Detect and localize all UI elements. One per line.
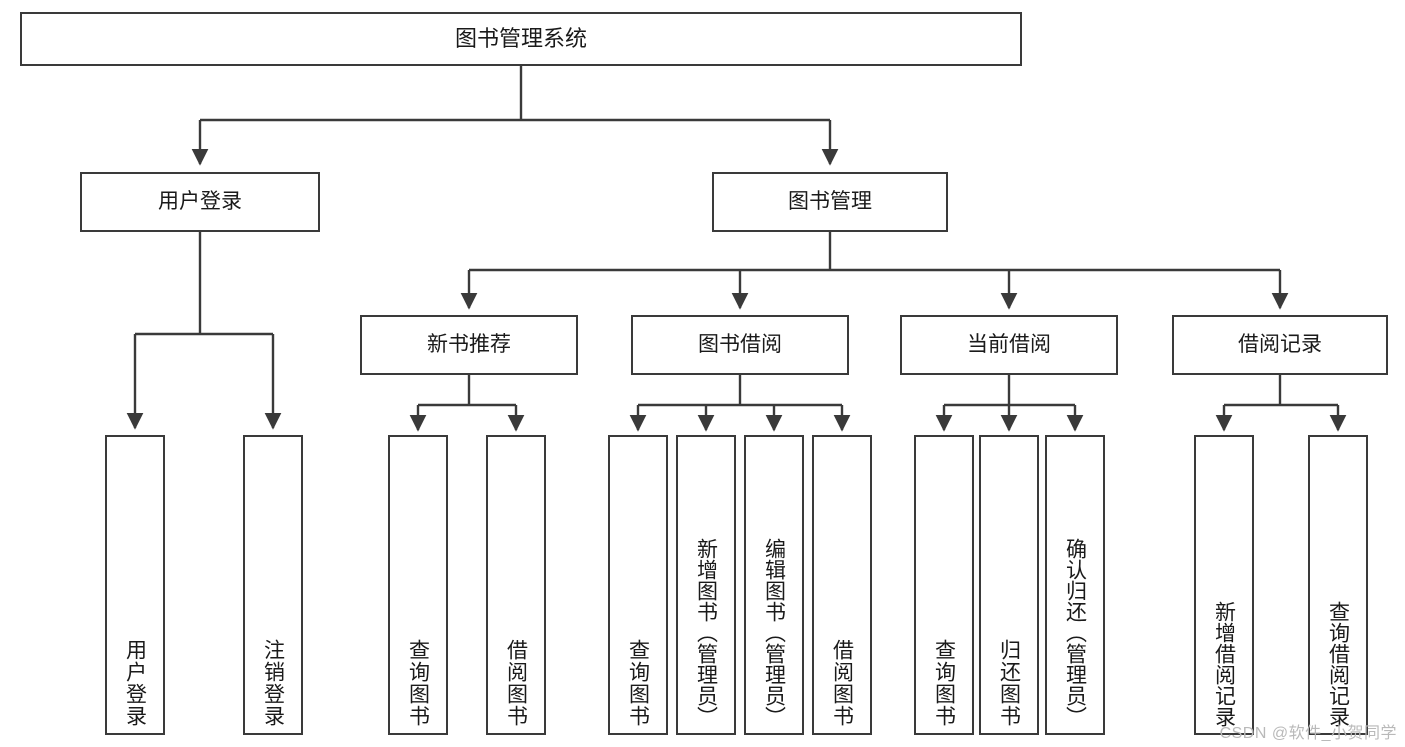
node-borrow-record-label: 借阅记录 bbox=[1238, 332, 1322, 356]
node-leaf-query-book-3-label: 查询图书 bbox=[932, 639, 956, 727]
node-root-label: 图书管理系统 bbox=[454, 26, 587, 52]
node-current-borrow-label: 当前借阅 bbox=[967, 332, 1051, 356]
node-leaf-query-book-3[interactable]: 查询图书 bbox=[914, 435, 974, 735]
node-leaf-add-book-label: 新增图书（管理员） bbox=[694, 538, 718, 727]
node-user-login[interactable]: 用户登录 bbox=[80, 172, 320, 232]
node-leaf-add-record-label: 新增借阅记录 bbox=[1212, 601, 1236, 727]
node-leaf-edit-book[interactable]: 编辑图书（管理员） bbox=[744, 435, 804, 735]
node-leaf-logout-label: 注销登录 bbox=[261, 639, 285, 727]
node-leaf-query-record[interactable]: 查询借阅记录 bbox=[1308, 435, 1368, 735]
node-new-book-rec[interactable]: 新书推荐 bbox=[360, 315, 578, 375]
node-root[interactable]: 图书管理系统 bbox=[20, 12, 1022, 66]
node-leaf-user-login-label: 用户登录 bbox=[123, 639, 147, 727]
node-leaf-confirm-return-label: 确认归还（管理员） bbox=[1063, 538, 1087, 727]
node-leaf-add-book[interactable]: 新增图书（管理员） bbox=[676, 435, 736, 735]
node-leaf-query-book-1-label: 查询图书 bbox=[406, 639, 430, 727]
node-leaf-borrow-book-1[interactable]: 借阅图书 bbox=[486, 435, 546, 735]
node-leaf-edit-book-label: 编辑图书（管理员） bbox=[762, 538, 786, 727]
node-leaf-borrow-book-2[interactable]: 借阅图书 bbox=[812, 435, 872, 735]
node-book-borrow[interactable]: 图书借阅 bbox=[631, 315, 849, 375]
node-leaf-query-record-label: 查询借阅记录 bbox=[1326, 601, 1350, 727]
node-leaf-confirm-return[interactable]: 确认归还（管理员） bbox=[1045, 435, 1105, 735]
node-book-manage[interactable]: 图书管理 bbox=[712, 172, 948, 232]
node-current-borrow[interactable]: 当前借阅 bbox=[900, 315, 1118, 375]
node-leaf-logout[interactable]: 注销登录 bbox=[243, 435, 303, 735]
node-leaf-query-book-2-label: 查询图书 bbox=[626, 639, 650, 727]
node-leaf-query-book-1[interactable]: 查询图书 bbox=[388, 435, 448, 735]
node-leaf-return-book-label: 归还图书 bbox=[997, 639, 1021, 727]
node-leaf-borrow-book-2-label: 借阅图书 bbox=[830, 639, 854, 727]
node-book-borrow-label: 图书借阅 bbox=[698, 332, 782, 356]
node-new-book-rec-label: 新书推荐 bbox=[427, 332, 511, 356]
node-user-login-label: 用户登录 bbox=[158, 189, 242, 213]
node-book-manage-label: 图书管理 bbox=[788, 189, 872, 213]
node-leaf-add-record[interactable]: 新增借阅记录 bbox=[1194, 435, 1254, 735]
node-leaf-user-login[interactable]: 用户登录 bbox=[105, 435, 165, 735]
node-leaf-borrow-book-1-label: 借阅图书 bbox=[504, 639, 528, 727]
node-leaf-return-book[interactable]: 归还图书 bbox=[979, 435, 1039, 735]
node-borrow-record[interactable]: 借阅记录 bbox=[1172, 315, 1388, 375]
node-leaf-query-book-2[interactable]: 查询图书 bbox=[608, 435, 668, 735]
